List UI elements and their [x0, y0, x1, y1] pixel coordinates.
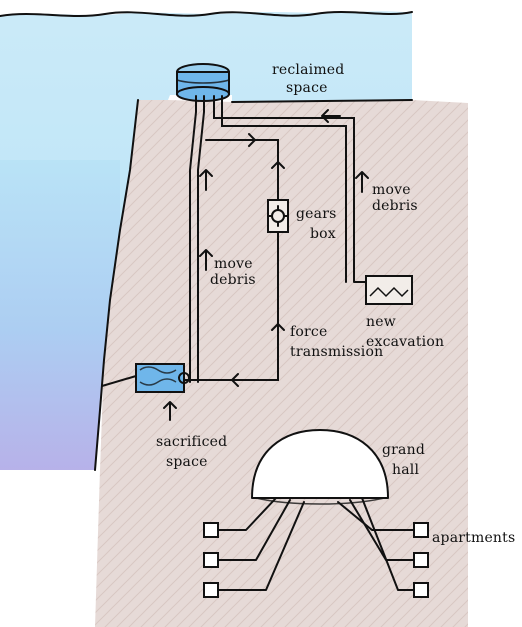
- apartments-network: [215, 497, 415, 591]
- sacrificed-space-cylinder: [101, 363, 190, 393]
- arrows: [163, 109, 369, 421]
- label-reclaimed-line1: reclaimed: [272, 62, 344, 78]
- debris-pipes: [189, 95, 355, 383]
- label-gears-line2: box: [310, 226, 336, 242]
- cliff-top-line: [231, 99, 413, 103]
- label-new-excavation-line1: new: [366, 314, 396, 330]
- label-sacrificed-line2: space: [166, 454, 208, 470]
- label-force-line1: force: [290, 324, 327, 340]
- apartment-unit: [413, 582, 429, 598]
- cliff-edge-line: [94, 99, 139, 471]
- label-reclaimed-line2: space: [286, 80, 328, 96]
- apartment-unit: [413, 552, 429, 568]
- label-force-line2: transmission: [290, 344, 383, 360]
- apartment-unit: [203, 582, 219, 598]
- label-move-debris-left-line1: move: [214, 256, 253, 272]
- label-sacrificed-line1: sacrificed: [156, 434, 227, 450]
- new-excavation-box: [354, 275, 413, 305]
- label-apartments: apartments: [432, 530, 515, 546]
- label-grand-hall-line2: hall: [392, 462, 419, 478]
- surface-wave: [0, 11, 413, 17]
- gears-box: [267, 199, 289, 233]
- apartment-unit: [413, 522, 429, 538]
- label-move-debris-right-line2: debris: [372, 198, 418, 214]
- grand-hall-dome: [251, 429, 389, 505]
- apartment-unit: [203, 552, 219, 568]
- label-move-debris-left-line2: debris: [210, 272, 256, 288]
- apartment-units: [203, 522, 429, 598]
- water-gradient: [0, 160, 120, 470]
- label-gears-line1: gears: [296, 206, 336, 222]
- label-move-debris-right-line1: move: [372, 182, 411, 198]
- label-new-excavation-line2: excavation: [366, 334, 444, 350]
- label-grand-hall-line1: grand: [382, 442, 425, 458]
- reclaimed-cylinder: [176, 63, 230, 102]
- apartment-unit: [203, 522, 219, 538]
- force-transmission-loop: [181, 139, 279, 381]
